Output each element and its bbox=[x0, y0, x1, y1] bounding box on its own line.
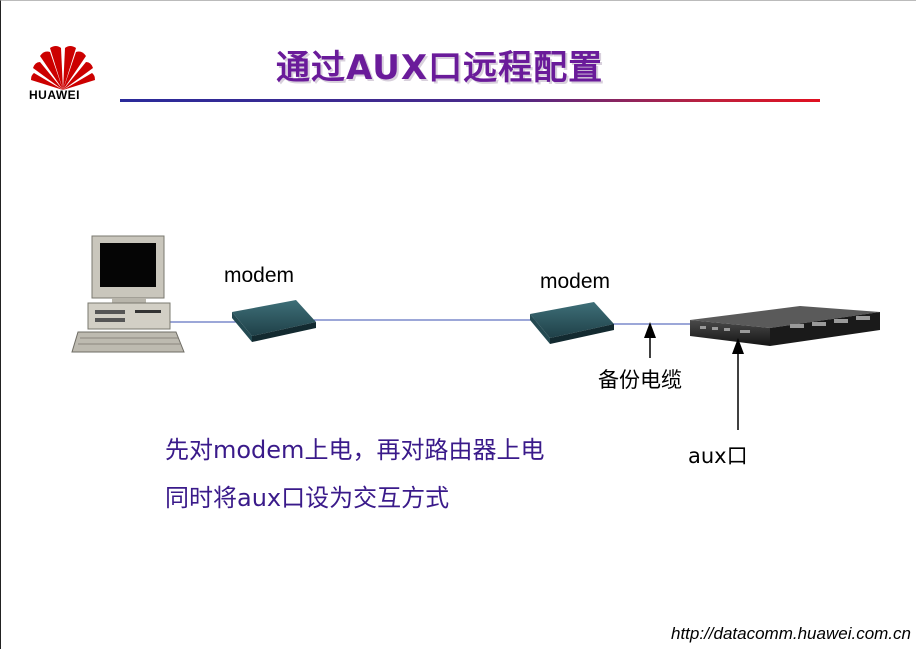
cable-arrow bbox=[644, 322, 656, 358]
huawei-logo-icon bbox=[31, 46, 95, 90]
title-underline bbox=[120, 99, 820, 102]
aux-port-arrow bbox=[732, 338, 744, 430]
page-title: 通过AUX口远程配置 bbox=[276, 48, 604, 88]
cable-label: 备份电缆 bbox=[598, 368, 682, 392]
footer-url: http://datacomm.huawei.com.cn bbox=[670, 624, 911, 643]
router-icon bbox=[690, 306, 880, 346]
modem-left-icon bbox=[232, 300, 316, 342]
modem-right-icon bbox=[530, 302, 614, 344]
modem-right-label: modem bbox=[540, 270, 611, 293]
brand-name: HUAWEI bbox=[29, 88, 80, 102]
aux-port-label: aux口 bbox=[688, 444, 748, 468]
pc-icon bbox=[71, 235, 185, 353]
note-line-1: 先对modem上电，再对路由器上电 bbox=[165, 436, 545, 464]
modem-left-label: modem bbox=[224, 264, 295, 287]
note-line-2: 同时将aux口设为交互方式 bbox=[165, 484, 450, 512]
